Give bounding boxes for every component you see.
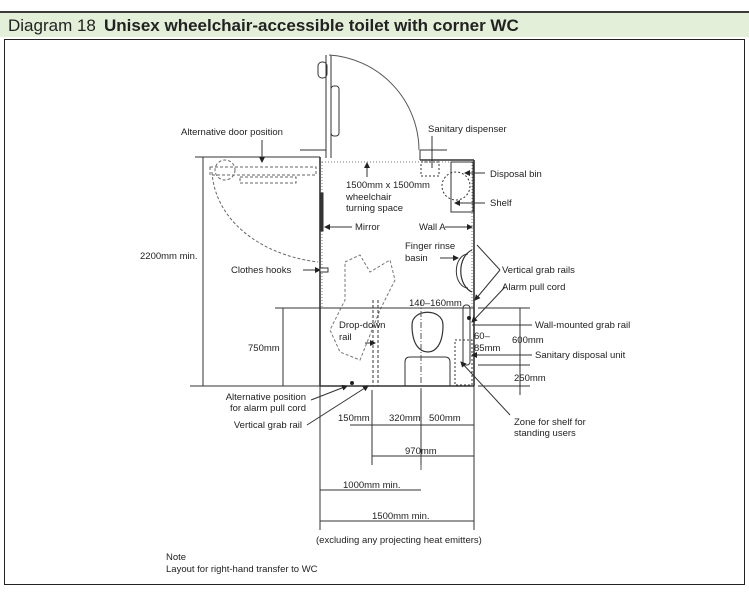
alt-door [209,166,317,176]
label-clothes-hooks: Clothes hooks [231,265,292,276]
clothes-hook [319,267,329,273]
label-vertical-grab-rail: Vertical grab rail [233,420,302,431]
label-alt-alarm-2: for alarm pull cord [229,403,306,414]
leader-alt-alarm [310,385,348,401]
diagram-frame [4,39,745,585]
label-mirror: Mirror [355,222,380,233]
label-alarm-pull-cord: Alarm pull cord [502,282,566,293]
sanitary-dispenser [420,161,440,177]
label-turning-space-1: 1500mm x 1500mm [346,180,430,191]
diagram-header: Diagram 18 Unisex wheelchair-accessible … [0,11,749,37]
dim-label-1000: 1000mm min. [343,480,401,491]
label-turning-space-3: turning space [346,203,404,214]
alarm-cord-alt [350,381,354,385]
label-disposal-bin: Disposal bin [490,169,542,180]
wc-pan [411,311,444,353]
dim-label-970: 970mm [405,446,437,457]
alarm-cord [467,316,471,320]
note-text: Layout for right-hand transfer to WC [166,564,318,575]
door-pull-rail [330,85,340,137]
dim-label-750: 750mm [248,343,280,354]
label-vertical-grab-rails: Vertical grab rails [502,265,575,276]
dim-label-85: 85mm [474,343,501,354]
dim-label-500: 500mm [429,413,461,424]
label-alternative-door-position: Alternative door position [181,127,283,138]
wc-cistern-frame [404,356,451,386]
dim-2200 [190,157,320,387]
dim-label-600: 600mm [512,335,544,346]
note-heading: Note [166,552,187,563]
dim-label-150: 150mm [338,413,370,424]
wall-grab-rail [462,304,471,366]
finger-rinse-basin [460,249,473,293]
alt-door-swing [211,171,319,263]
dim-750 [275,307,474,386]
label-zone-shelf-1: Zone for shelf for [514,417,586,428]
label-sanitary-dispenser: Sanitary dispenser [428,124,507,135]
label-drop-down-2: rail [339,332,352,343]
dim-label-250: 250mm [514,373,546,384]
label-finger-rinse-1: Finger rinse [405,241,456,252]
dim-250 [478,365,530,395]
label-shelf: Shelf [490,198,512,209]
dim-label-140-160: 140–160mm [409,298,462,309]
diagram-number: Diagram 18 [8,16,96,35]
door-frame-right [419,149,447,160]
leader-zone-shelf [460,361,511,416]
shelf-zone [454,339,473,386]
dim-label-2200: 2200mm min. [140,251,198,262]
leader-alarm [471,286,506,323]
label-excluding-heat-emitters: (excluding any projecting heat emitters) [316,535,482,546]
turning-space [321,161,473,309]
mirror [319,192,324,232]
dim-label-60: 60– [474,331,490,342]
door-swing-arc [328,54,420,151]
top-margin [0,0,749,10]
diagram-title: Unisex wheelchair-accessible toilet with… [104,16,519,35]
shelf [450,161,474,213]
ext-lines [319,386,475,530]
door-frame-left [300,149,327,157]
label-zone-shelf-2: standing users [514,428,576,439]
label-alt-alarm-1: Alternative position [225,392,306,403]
dim-label-1500: 1500mm min. [372,511,430,522]
label-wall-mounted-grab-rail: Wall-mounted grab rail [535,320,631,331]
alt-door-handle [214,159,236,181]
label-wall-a: Wall A [419,222,446,233]
disposal-bin [441,171,471,201]
door-handle-top [317,61,328,79]
leader-vertical-rails [475,244,501,300]
leader-vert-grab [306,385,369,426]
alt-door-rail [239,176,297,184]
label-finger-rinse-2: basin [405,253,428,264]
label-drop-down-1: Drop-down [339,320,386,331]
label-sanitary-disposal-unit: Sanitary disposal unit [535,350,626,361]
label-turning-space-2: wheelchair [346,192,392,203]
dim-label-320: 320mm [389,413,421,424]
